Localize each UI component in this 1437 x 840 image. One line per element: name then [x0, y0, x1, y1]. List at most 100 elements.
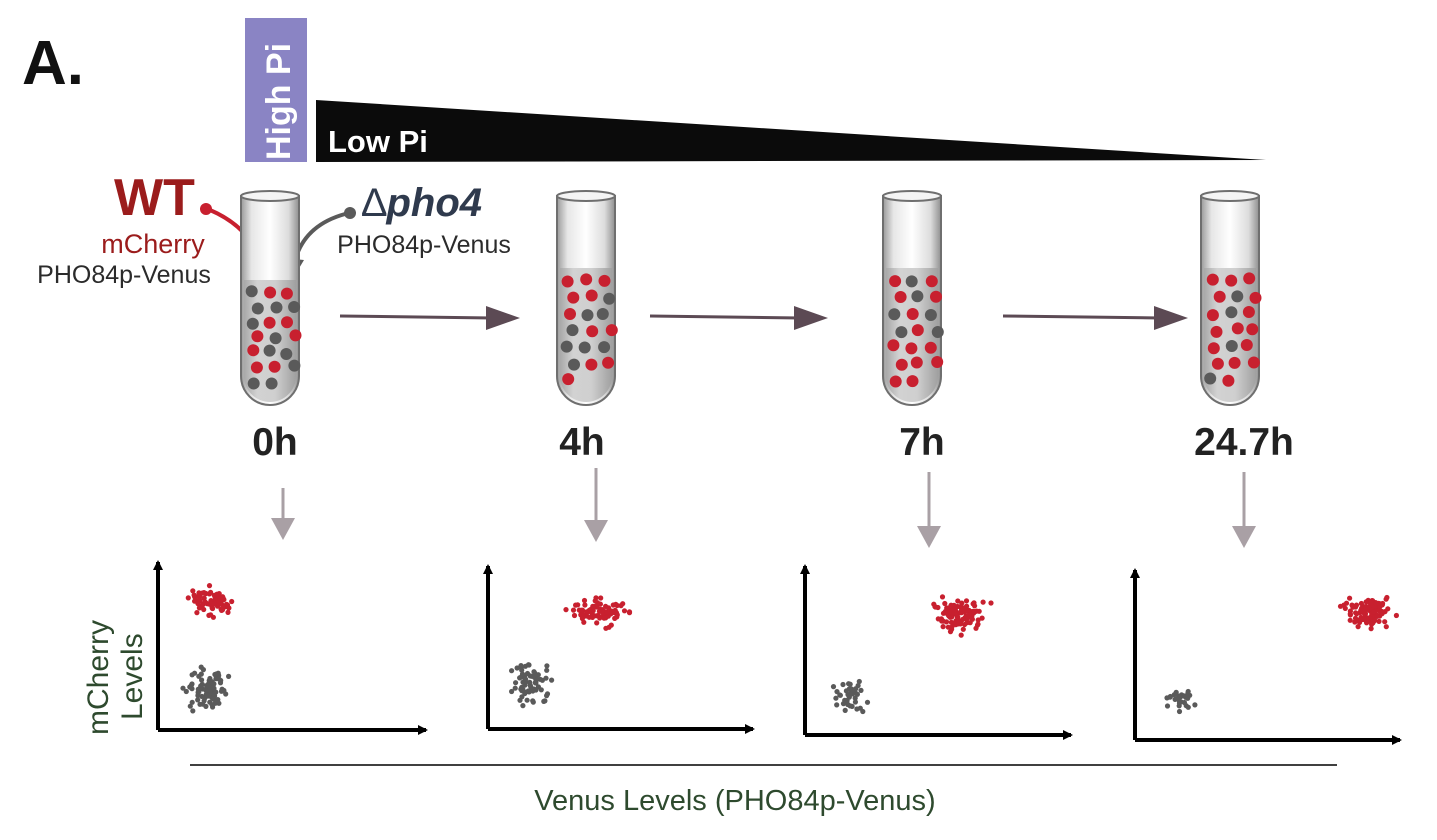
wt-population-point — [590, 605, 597, 611]
wt-population-point — [958, 632, 964, 638]
wt-population-point — [1350, 604, 1356, 610]
wt-population-point — [621, 608, 628, 614]
wt-cell — [264, 286, 277, 299]
pho4-cell — [288, 301, 301, 313]
wt-population-point — [969, 616, 976, 622]
panel-label: A. — [22, 29, 84, 98]
wt-population-point — [1362, 607, 1368, 613]
wt-population-point — [962, 621, 968, 628]
wt-population-point — [219, 594, 225, 600]
wt-population-point — [224, 602, 231, 608]
wt-cell — [1213, 290, 1226, 303]
pho4-population-point — [180, 685, 186, 691]
pho4-population-point — [189, 672, 195, 678]
tube-rim — [556, 190, 616, 202]
pho4-cell — [280, 348, 293, 360]
wt-population-point — [578, 607, 585, 613]
wt-population-point — [952, 607, 958, 613]
wt-cell — [1211, 357, 1224, 370]
wt-cell — [585, 358, 598, 371]
wt-population-point — [209, 605, 215, 611]
wt-population-point — [196, 605, 202, 611]
wt-population-point — [210, 614, 216, 620]
pho4-population-point — [215, 697, 221, 703]
pho4-population-point — [199, 693, 205, 700]
wt-cell — [887, 339, 900, 352]
pho4-population-point — [203, 703, 209, 710]
wt-population-point — [206, 612, 212, 619]
wt-population-point — [1362, 611, 1369, 617]
pho4-population-point — [513, 680, 519, 686]
wt-cell — [1242, 306, 1255, 318]
pho4-population-point — [530, 699, 536, 705]
wt-population-point — [979, 615, 985, 621]
pho4-population-point — [864, 699, 871, 705]
pho4-population-point — [843, 688, 850, 694]
pho4-population-point — [840, 681, 846, 688]
wt-cell — [894, 291, 907, 303]
wt-population-point — [583, 613, 589, 619]
down-arrowhead-icon — [271, 518, 295, 540]
wt-cell — [605, 324, 618, 337]
wt-cell — [1210, 325, 1223, 338]
wt-population-point — [626, 609, 633, 615]
pho4-population-point — [856, 678, 862, 685]
pho4-population-point — [1176, 700, 1183, 706]
high-pi-box — [245, 18, 307, 162]
pho4-population-point — [517, 697, 523, 703]
wt-population-point — [960, 626, 966, 632]
pho4-population-point — [198, 683, 204, 689]
pho4-population-point — [514, 665, 520, 671]
pho4-population-point — [1181, 699, 1187, 706]
wt-population-point — [581, 619, 587, 625]
pho4-population-point — [196, 673, 202, 679]
pho4-population-point — [226, 673, 232, 680]
wt-cell — [1247, 356, 1260, 369]
pho4-population-point — [518, 663, 524, 669]
pho4-label: ∆pho4 — [362, 181, 482, 225]
wt-population-point — [1383, 596, 1389, 602]
wt-cell — [1206, 309, 1219, 322]
culture-tube — [882, 190, 944, 406]
pho4-population-point — [1176, 708, 1183, 715]
wt-population-point — [1357, 617, 1363, 623]
pho4-population-point — [216, 676, 222, 682]
arrowhead-icon — [1154, 306, 1188, 330]
wt-population-point — [593, 613, 599, 619]
sample-arrow — [1232, 472, 1256, 548]
wt-population-point — [959, 600, 965, 606]
wt-population-point — [1352, 615, 1359, 621]
wt-cell — [1222, 374, 1235, 387]
wt-population-point — [942, 600, 948, 607]
pho4-population-point — [1192, 702, 1198, 708]
timepoint-label: 24.7h — [1194, 421, 1294, 464]
wt-population-point — [975, 617, 981, 623]
pho4-cell — [603, 292, 616, 305]
pho4-population-point — [198, 664, 204, 670]
wt-cell — [263, 316, 276, 329]
pho4-population-point — [189, 699, 195, 705]
wt-cell — [567, 291, 580, 304]
wt-cell — [930, 290, 942, 303]
wt-population-point — [203, 590, 209, 597]
wt-cell — [1240, 339, 1253, 351]
pho4-population-point — [853, 686, 859, 692]
pho4-population-point — [209, 695, 215, 701]
wt-population-point — [1369, 621, 1375, 627]
pho4-cell — [263, 344, 276, 357]
wt-population-point — [1368, 626, 1374, 632]
wt-population-point — [980, 599, 986, 605]
timepoint-label: 0h — [252, 421, 298, 464]
culture-tube — [556, 190, 618, 406]
wt-population-point — [597, 601, 604, 607]
pho4-cell — [265, 377, 278, 390]
wt-population-point — [601, 615, 607, 621]
wt-cell — [586, 325, 599, 338]
wt-population-point — [940, 624, 946, 630]
pho4-population-point — [527, 682, 533, 688]
wt-population-point — [613, 601, 619, 608]
wt-population-point — [962, 605, 968, 611]
scatter-plot — [800, 564, 1073, 740]
wt-population-point — [185, 595, 191, 601]
x-axis-label: Venus Levels (PHO84p-Venus) — [534, 785, 935, 817]
